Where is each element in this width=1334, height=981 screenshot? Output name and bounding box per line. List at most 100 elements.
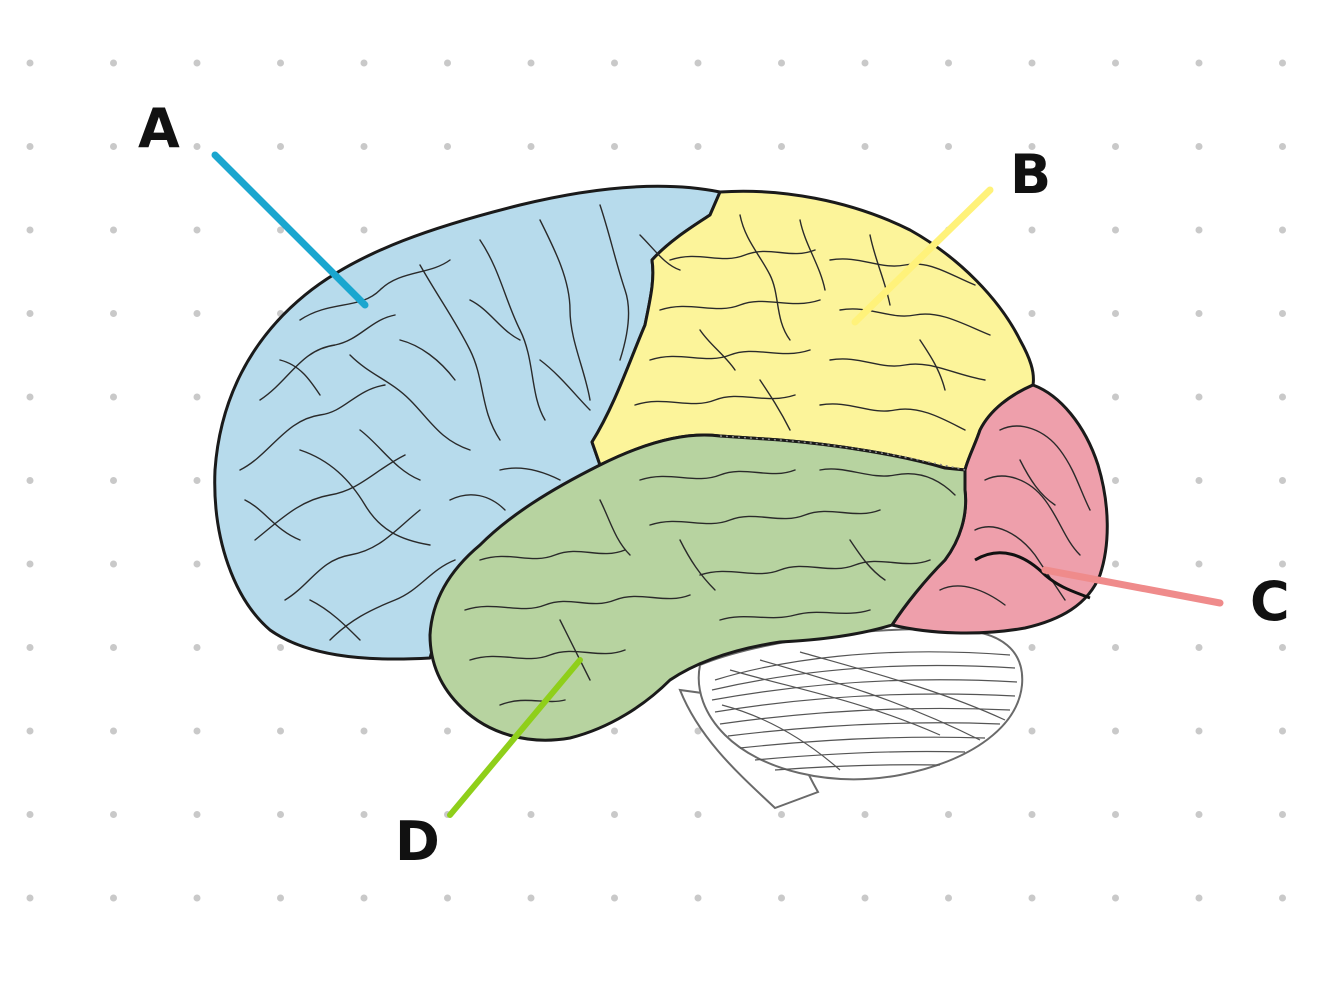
grid-dot — [694, 727, 702, 735]
grid-dot — [778, 143, 785, 150]
grid-dot — [1195, 894, 1203, 902]
grid-dot — [527, 143, 535, 150]
grid-dot — [193, 644, 201, 651]
grid-dot — [110, 226, 117, 234]
grid-dot — [193, 811, 201, 818]
grid-dot — [360, 143, 368, 150]
grid-dot — [1028, 811, 1036, 818]
grid-dot — [611, 811, 618, 818]
grid-dot — [110, 477, 117, 484]
gyri-frontal — [239, 204, 681, 641]
grid-dot — [193, 393, 201, 401]
grid-dot — [1112, 811, 1119, 818]
grid-dot — [1112, 644, 1119, 651]
grid-dot — [945, 59, 952, 67]
gyri-temporal — [464, 468, 956, 706]
grid-dot — [193, 310, 201, 317]
grid-dot — [527, 811, 535, 818]
label-b: B — [1010, 143, 1051, 206]
grid-dot — [277, 143, 284, 150]
grid-dot — [1112, 727, 1119, 735]
grid-dot — [110, 727, 117, 735]
grid-dot — [110, 59, 117, 67]
grid-dot — [861, 894, 869, 902]
grid-dot — [1279, 226, 1286, 234]
grid-dot — [110, 560, 117, 568]
grid-dot — [110, 143, 117, 150]
grid-dot — [1028, 310, 1036, 317]
grid-dot — [277, 226, 284, 234]
grid-dot — [1195, 727, 1203, 735]
grid-dot — [360, 894, 368, 902]
gyri-occipital — [939, 425, 1091, 606]
grid-dot — [26, 894, 34, 902]
grid-dot — [277, 894, 284, 902]
grid-dot — [360, 811, 368, 818]
grid-dot — [444, 894, 451, 902]
grid-dot — [861, 811, 869, 818]
grid-dot — [277, 644, 284, 651]
cerebellum-folia — [711, 651, 1018, 771]
grid-dot — [444, 59, 451, 67]
grid-dot — [193, 727, 201, 735]
grid-dot — [1279, 59, 1286, 67]
leader-line-b — [851, 186, 994, 326]
grid-dot — [360, 59, 368, 67]
grid-dot — [26, 477, 34, 484]
grid-dot — [1028, 143, 1036, 150]
grid-dot — [110, 811, 117, 818]
grid-dot — [1195, 143, 1203, 150]
grid-dot — [694, 143, 702, 150]
grid-dot — [360, 727, 368, 735]
grid-dot — [1112, 393, 1119, 401]
grid-dot — [1112, 226, 1119, 234]
grid-dot — [193, 59, 201, 67]
grid-dot — [1112, 894, 1119, 902]
leader-line-c — [1041, 566, 1224, 607]
grid-dot — [1279, 143, 1286, 150]
occipital-sulcus — [974, 551, 1091, 600]
grid-dot — [1279, 644, 1286, 651]
grid-dot — [26, 727, 34, 735]
grid-dot — [611, 59, 618, 67]
grid-dot — [360, 226, 368, 234]
grid-dot — [26, 560, 34, 568]
grid-dot — [945, 894, 952, 902]
grid-dot — [110, 393, 117, 401]
grid-dot — [277, 727, 284, 735]
grid-dot — [694, 59, 702, 67]
grid-dot — [110, 310, 117, 317]
grid-dot — [1195, 811, 1203, 818]
grid-dot — [611, 143, 618, 150]
label-a: A — [138, 97, 180, 160]
grid-dot — [861, 59, 869, 67]
grid-dot — [1195, 393, 1203, 401]
label-c: C — [1250, 570, 1290, 633]
cerebellum — [678, 628, 1024, 810]
grid-dot — [1028, 59, 1036, 67]
grid-dot — [1112, 59, 1119, 67]
grid-dot — [1112, 560, 1119, 568]
grid-dot — [26, 310, 34, 317]
grid-dot — [611, 727, 618, 735]
grid-dot — [26, 143, 34, 150]
grid-dot — [110, 644, 117, 651]
grid-dot — [26, 59, 34, 67]
grid-dot — [1028, 644, 1036, 651]
grid-dot — [26, 644, 34, 651]
grid-dot — [277, 811, 284, 818]
grid-dot — [1195, 310, 1203, 317]
grid-dot — [694, 894, 702, 902]
grid-dot — [1279, 894, 1286, 902]
gyri-parietal — [634, 214, 991, 431]
grid-dot — [1028, 894, 1036, 902]
grid-dot — [945, 811, 952, 818]
grid-dot — [1028, 727, 1036, 735]
grid-dot — [611, 894, 618, 902]
grid-dot — [26, 811, 34, 818]
grid-dot — [778, 811, 785, 818]
grid-dot — [1112, 477, 1119, 484]
grid-dot — [277, 59, 284, 67]
grid-dot — [1195, 477, 1203, 484]
grid-dot — [694, 811, 702, 818]
